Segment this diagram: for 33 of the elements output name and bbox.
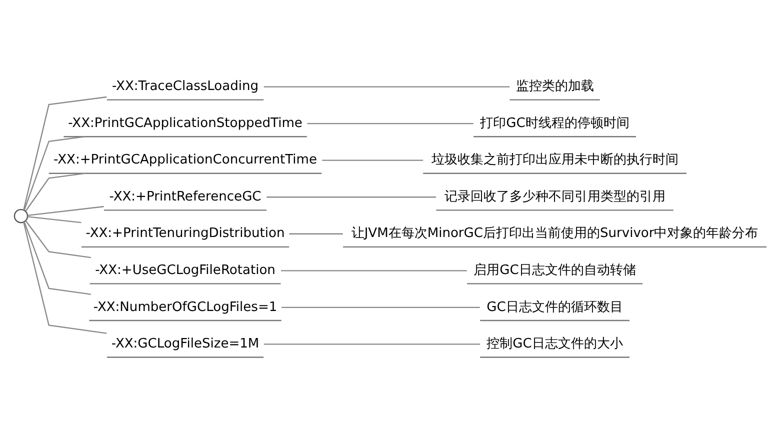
connector xyxy=(322,159,423,160)
node-text: 启用GC日志文件的自动转储 xyxy=(473,262,636,278)
node-text: -XX:PrintGCApplicationStoppedTime xyxy=(68,115,302,130)
connector xyxy=(22,222,106,334)
connector xyxy=(288,232,342,234)
node-text: -XX:+UseGCLogFileRotation xyxy=(94,262,275,278)
node-text: -XX:+PrintGCApplicationConcurrentTime xyxy=(53,152,316,168)
connector xyxy=(280,270,466,271)
connector xyxy=(23,136,84,210)
connector xyxy=(24,220,90,258)
connector xyxy=(263,343,480,344)
node-text: 打印GC时线程的停顿时间 xyxy=(480,115,629,130)
connector xyxy=(26,205,104,216)
node-text: 监控类的加载 xyxy=(515,78,594,94)
node-text: -XX:TraceClassLoading xyxy=(112,78,258,94)
node-text: -XX:+PrintTenuringDistribution xyxy=(85,226,284,241)
node-text: -XX:NumberOfGCLogFiles=1 xyxy=(92,299,277,314)
node-text: -XX:GCLogFileSize=1M xyxy=(110,336,259,352)
node-text: 让JVM在每次MinorGC后打印出当前使用的Survivor中对象的年龄分布 xyxy=(350,226,758,241)
connector xyxy=(22,96,106,210)
node-text: -XX:+PrintReferenceGC xyxy=(108,188,261,204)
connector xyxy=(24,172,84,211)
node-text: GC日志文件的循环数目 xyxy=(486,299,622,314)
node-text: 控制GC日志文件的大小 xyxy=(486,336,622,352)
connector xyxy=(306,122,473,124)
node-text: 垃圾收集之前打印出应用未中断的执行时间 xyxy=(430,152,678,168)
node-text: 记录回收了多少种不同引用类型的引用 xyxy=(444,188,665,204)
connector xyxy=(23,221,90,294)
connector xyxy=(266,196,436,198)
connector xyxy=(27,216,81,223)
connector xyxy=(263,86,510,87)
connector xyxy=(281,306,480,308)
node-circle xyxy=(13,208,28,223)
